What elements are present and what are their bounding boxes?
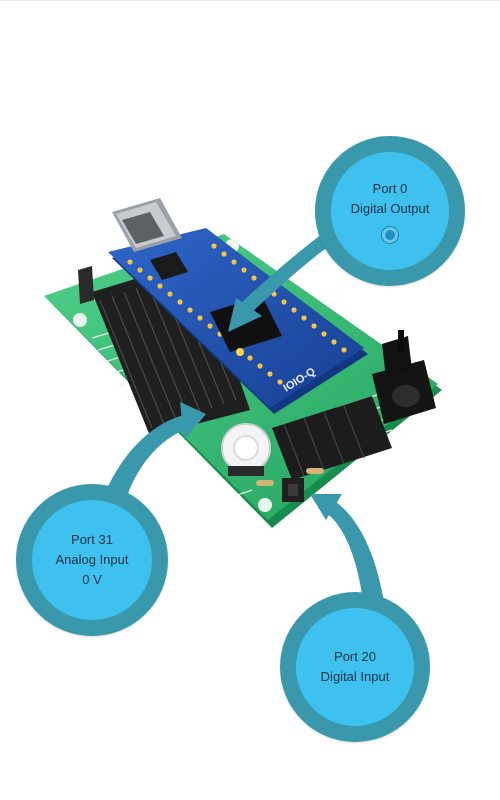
power-jack: [372, 330, 436, 424]
potentiometer: [221, 423, 271, 476]
port-20-mode: Digital Input: [320, 669, 390, 684]
port-31-bubble[interactable]: Port 31 Analog Input 0 V: [16, 484, 168, 636]
port-20-title: Port 20: [334, 649, 376, 664]
port-20-bubble[interactable]: Port 20 Digital Input: [280, 592, 430, 742]
port-0-mode: Digital Output: [350, 201, 430, 216]
port-31-title: Port 31: [71, 532, 113, 547]
top-divider: [0, 0, 500, 1]
usb-connector: [112, 198, 182, 252]
port-0-title: Port 0: [372, 181, 408, 196]
resistors: [256, 468, 324, 486]
port-31-mode: Analog Input: [55, 552, 129, 567]
push-button: [282, 478, 304, 502]
status-led-icon: [382, 227, 398, 243]
port-31-value: 0 V: [82, 572, 102, 587]
header-connector-right: [272, 396, 392, 480]
port-0-bubble[interactable]: Port 0 Digital Output: [315, 136, 465, 286]
